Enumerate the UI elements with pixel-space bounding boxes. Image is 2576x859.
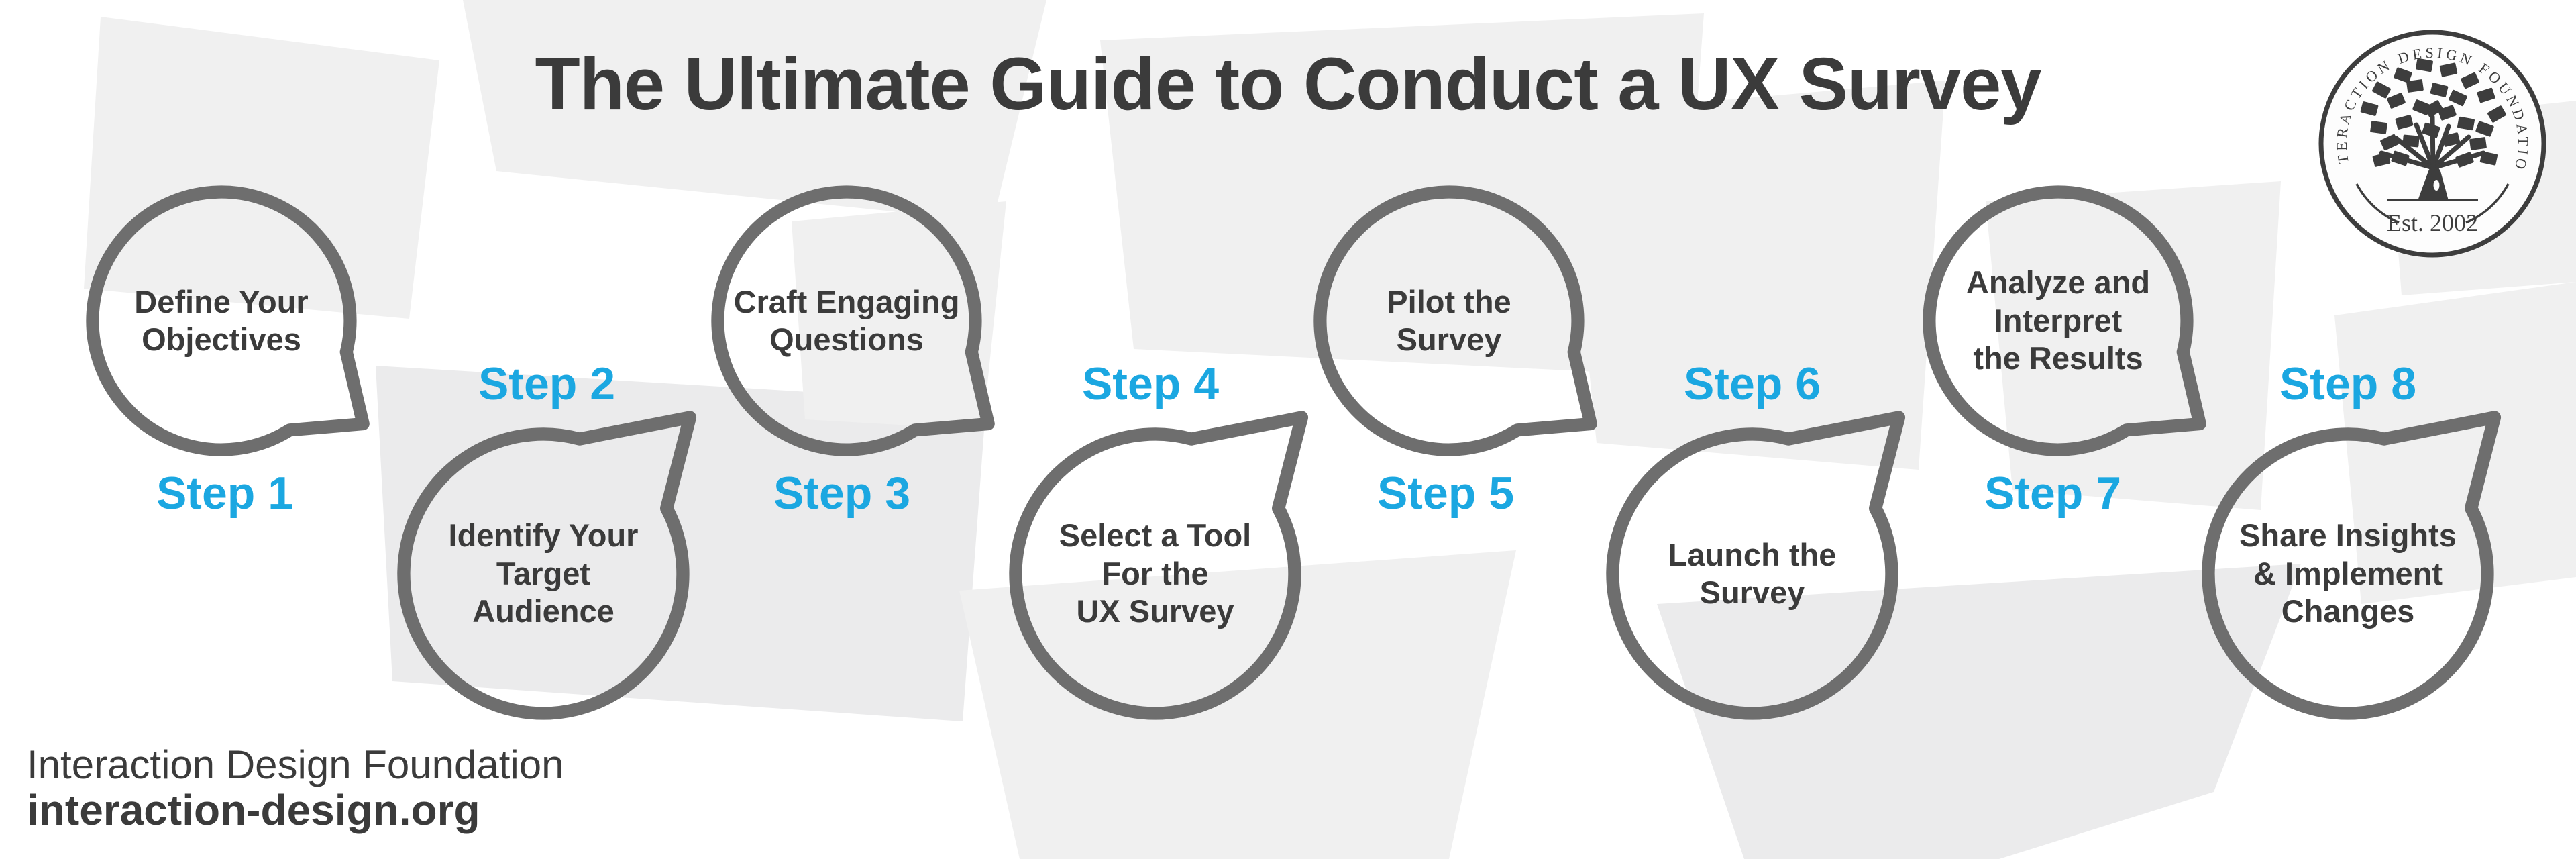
bubble-text-step-7: Analyze and Interpret the Results [1966, 264, 2151, 376]
speech-bubble-step-2 [397, 411, 697, 720]
bubble-text-step-2: Identify Your Target Audience [448, 517, 639, 629]
step-label-2: Step 2 [478, 358, 616, 409]
step-label-4: Step 4 [1081, 358, 1220, 409]
speech-bubble-step-8 [2202, 411, 2502, 720]
step-label-3: Step 3 [773, 468, 911, 519]
bubble-text-step-1: Define Your Objectives [134, 283, 309, 357]
speech-bubble-step-6 [1606, 411, 1906, 720]
step-label-5: Step 5 [1377, 468, 1515, 519]
step-label-7: Step 7 [1984, 468, 2122, 519]
footer: Interaction Design Foundation interactio… [27, 744, 564, 836]
logo-est-text: Est. 2002 [2387, 209, 2478, 236]
step-label-1: Step 1 [156, 468, 294, 519]
tree-icon [2360, 58, 2506, 201]
step-label-6: Step 6 [1683, 358, 1821, 409]
bubble-text-step-4: Select a Tool For the UX Survey [1059, 517, 1252, 629]
idf-logo-seal: INTERACTION DESIGN FOUNDATION [2316, 27, 2546, 258]
logo-right-arc-icon [2465, 183, 2510, 224]
speech-bubble-step-4 [1009, 411, 1309, 720]
logo-left-arc-icon [2355, 183, 2400, 224]
speech-bubble-step-5 [1313, 185, 1597, 456]
footer-org-name: Interaction Design Foundation [27, 742, 564, 787]
speech-bubble-step-7 [1923, 185, 2206, 456]
bubble-text-step-3: Craft Engaging Questions [733, 283, 960, 357]
bubble-text-step-5: Pilot the Survey [1387, 283, 1511, 357]
step-label-8: Step 8 [2279, 358, 2417, 409]
bubble-text-step-8: Share Insights & Implement Changes [2239, 517, 2457, 629]
page-title: The Ultimate Guide to Conduct a UX Surve… [535, 43, 2042, 125]
footer-website: interaction-design.org [27, 786, 480, 834]
bubble-text-step-6: Launch the Survey [1668, 536, 1837, 610]
speech-bubble-step-1 [86, 185, 370, 456]
speech-bubble-step-3 [711, 185, 995, 456]
